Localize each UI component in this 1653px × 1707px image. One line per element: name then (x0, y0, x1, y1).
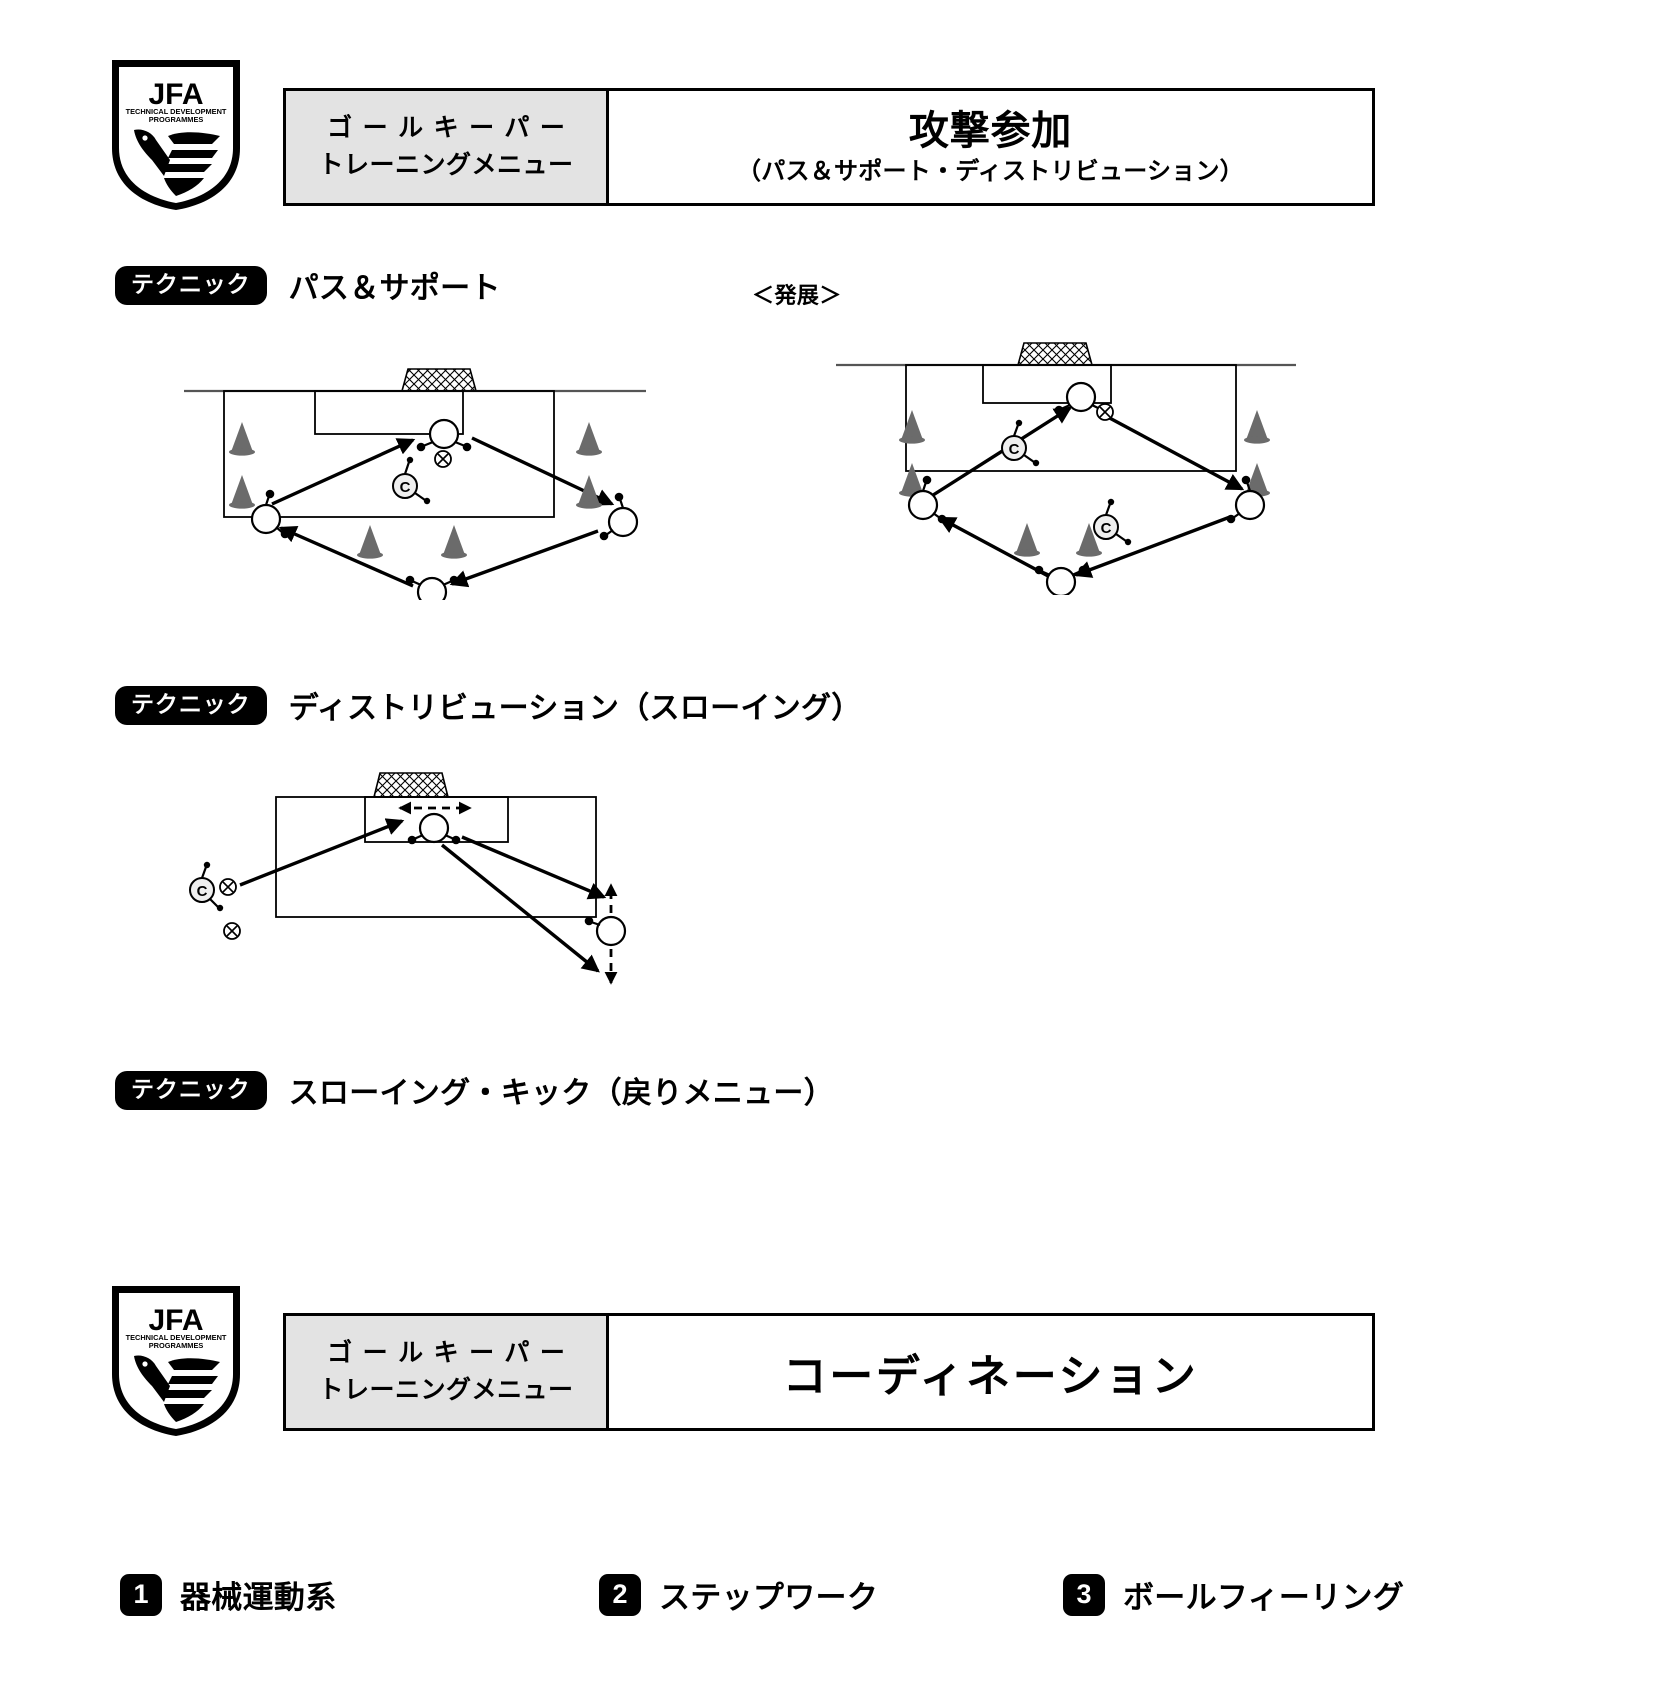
svg-text:C: C (197, 883, 208, 900)
technique-row-2: テクニック ディストリビューション（スローイング） (115, 683, 862, 727)
diagram-distribution-throwing: C (180, 745, 660, 1010)
svg-text:C: C (1101, 520, 1112, 537)
diagram-pass-and-support-advanced: C C (818, 305, 1298, 595)
coordination-item-2: 2 ステップワーク (599, 1572, 878, 1617)
coordination-number-3: 3 (1063, 1573, 1105, 1616)
diagram-pass-and-support: C (180, 330, 650, 600)
svg-text:PROGRAMMES: PROGRAMMES (149, 115, 204, 124)
technique-row-3: テクニック スローイング・キック（戻りメニュー） (115, 1068, 834, 1112)
technique-row-1: テクニック パス＆サポート (115, 263, 501, 307)
header-left-line1-top: ゴールキーパー (327, 113, 576, 142)
header-left-line2-bottom: トレーニングメニュー (318, 1376, 574, 1404)
header-left-line2-top: トレーニングメニュー (318, 151, 574, 179)
coordination-item-1: 1 器械運動系 (120, 1572, 337, 1617)
svg-text:TECHNICAL DEVELOPMENT: TECHNICAL DEVELOPMENT (126, 107, 227, 116)
coordination-item-3: 3 ボールフィーリング (1063, 1572, 1404, 1617)
coordination-label-1: 器械運動系 (180, 1580, 337, 1615)
coach-marker: C (1001, 419, 1040, 467)
svg-text:C: C (400, 479, 411, 496)
jfa-logo-bottom: JFA TECHNICAL DEVELOPMENT PROGRAMMES (108, 1282, 244, 1440)
ball (434, 450, 452, 468)
ball (223, 922, 241, 940)
technique-badge-2: テクニック (115, 685, 267, 725)
header-right-panel-bottom: コーディネーション (609, 1316, 1372, 1428)
header-left-line1-bottom: ゴールキーパー (327, 1338, 576, 1367)
coordination-label-2: ステップワーク (659, 1580, 879, 1615)
cone (229, 422, 602, 559)
coach-marker: C (189, 861, 224, 912)
coordination-label-3: ボールフィーリング (1123, 1580, 1405, 1615)
svg-text:C: C (1009, 441, 1020, 458)
svg-text:TECHNICAL DEVELOPMENT: TECHNICAL DEVELOPMENT (126, 1333, 227, 1342)
coordination-number-2: 2 (599, 1573, 641, 1616)
svg-text:JFA: JFA (148, 78, 203, 111)
header-bar-top: ゴールキーパー トレーニングメニュー 攻撃参加 （パス＆サポート・ディストリビュ… (283, 88, 1375, 206)
header-right-panel-top: 攻撃参加 （パス＆サポート・ディストリビューション） (609, 91, 1372, 203)
page-title-bottom: コーディネーション (782, 1352, 1199, 1401)
technique-badge-1: テクニック (115, 265, 267, 305)
jfa-logo-top: JFA TECHNICAL DEVELOPMENT PROGRAMMES (108, 56, 244, 214)
coach-marker: C (1093, 498, 1132, 546)
coordination-number-1: 1 (120, 1573, 162, 1616)
header-bar-bottom: ゴールキーパー トレーニングメニュー コーディネーション (283, 1313, 1375, 1431)
ball (219, 878, 237, 896)
page-title-sub-top: （パス＆サポート・ディストリビューション） (737, 157, 1244, 185)
header-left-panel-bottom: ゴールキーパー トレーニングメニュー (286, 1316, 609, 1428)
svg-text:JFA: JFA (148, 1304, 203, 1337)
note-label-development: ＜発展＞ (752, 283, 842, 308)
page-title-main-top: 攻撃参加 (908, 109, 1073, 153)
ball (1096, 403, 1114, 421)
technique-label-1: パス＆サポート (288, 272, 501, 305)
svg-text:PROGRAMMES: PROGRAMMES (149, 1341, 204, 1350)
header-left-panel-top: ゴールキーパー トレーニングメニュー (286, 91, 609, 203)
coach-marker: C (392, 456, 431, 505)
technique-label-2: ディストリビューション（スローイング） (288, 692, 862, 725)
technique-label-3: スローイング・キック（戻りメニュー） (288, 1077, 835, 1110)
technique-badge-3: テクニック (115, 1070, 267, 1110)
